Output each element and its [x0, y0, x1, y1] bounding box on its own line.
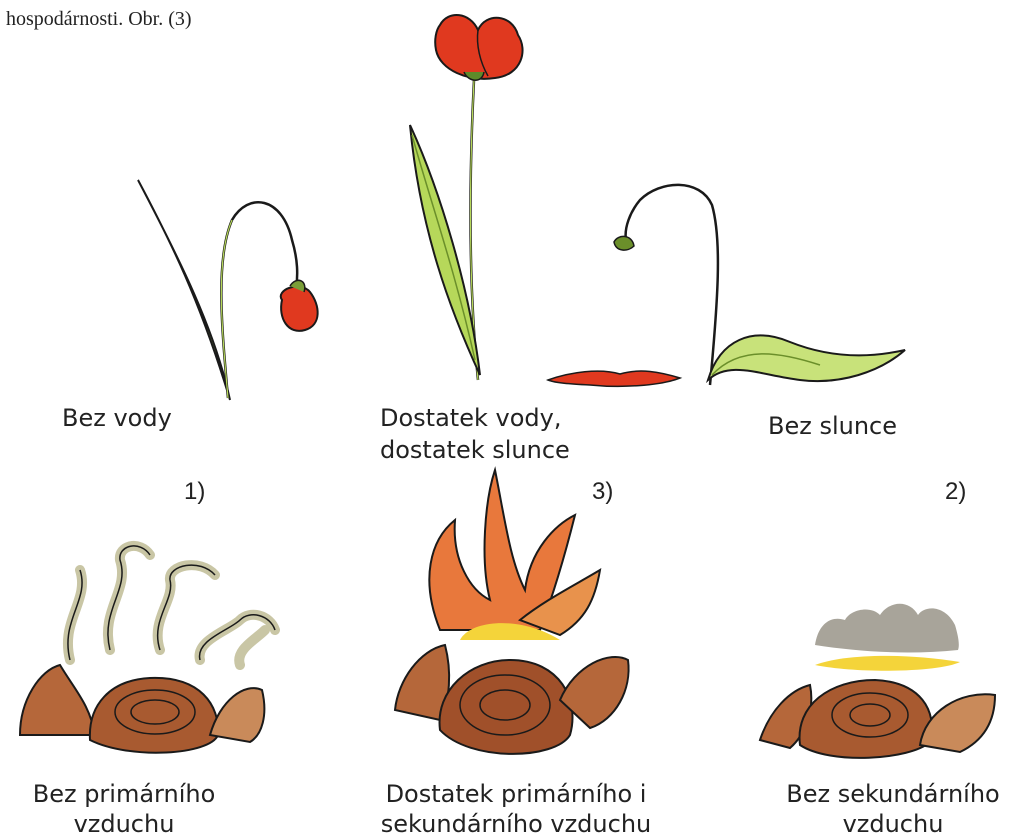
smoky-fire-illustration	[20, 546, 275, 753]
number-1: 1)	[184, 478, 205, 506]
label-no-primary-air-line1: Bez primárního	[0, 778, 248, 810]
number-3: 3)	[592, 478, 613, 506]
label-no-water: Bez vody	[62, 402, 172, 434]
label-enough-air-line1: Dostatek primárního i	[355, 778, 677, 810]
smoldering-fire-illustration	[760, 604, 995, 758]
label-enough-air-line2: sekundárního vzduchu	[355, 808, 677, 840]
label-enough-water-line1: Dostatek vody,	[380, 402, 561, 434]
flaming-fire-illustration	[395, 470, 629, 754]
label-no-secondary-air-line1: Bez sekundárního	[769, 778, 1017, 810]
label-no-primary-air-line2: vzduchu	[0, 808, 248, 840]
number-2: 2)	[945, 478, 966, 506]
healthy-tulip-illustration	[410, 15, 523, 380]
label-no-sun: Bez slunce	[768, 410, 897, 442]
wilted-tulip-illustration	[138, 180, 318, 400]
drooping-tulip-illustration	[548, 185, 905, 386]
label-enough-water-line2: dostatek slunce	[380, 434, 570, 466]
label-no-secondary-air-line2: vzduchu	[769, 808, 1017, 840]
caption-text: hospodárnosti. Obr. (3)	[6, 8, 192, 31]
